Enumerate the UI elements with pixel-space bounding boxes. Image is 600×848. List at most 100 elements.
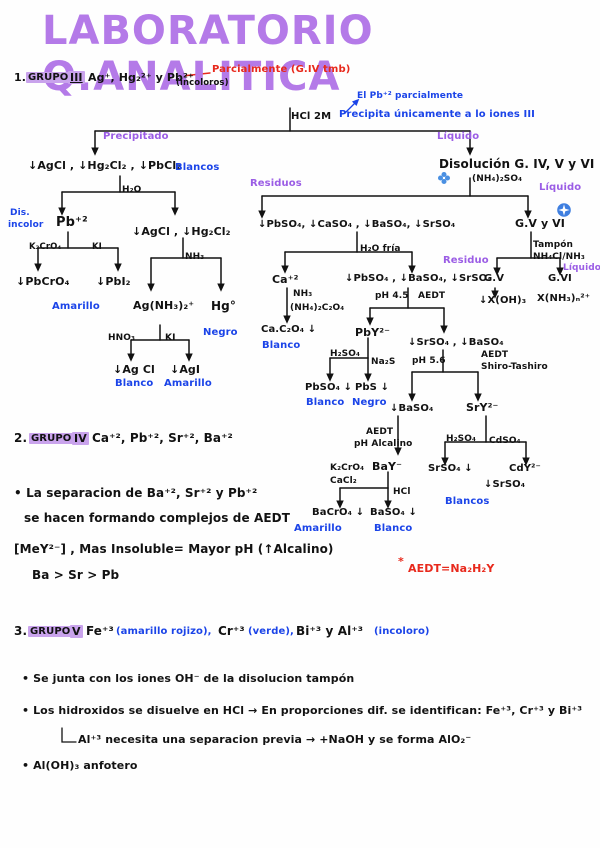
product-pbi2: ↓PbI₂ bbox=[96, 275, 131, 288]
section1-red-note: Parcialmente (G.IV tmb) bbox=[212, 64, 351, 75]
reagent-cdso4: CdSO₄ bbox=[489, 436, 521, 446]
section1-number: 1. bbox=[14, 71, 27, 84]
product-srso4-down: SrSO₄ ↓ bbox=[428, 463, 473, 474]
section3-label: GRUPO bbox=[28, 626, 73, 637]
section3-note-fe: (amarillo rojizo), bbox=[116, 626, 212, 637]
section2-number: 2. bbox=[14, 431, 28, 445]
srso4-baso4-row: ↓SrSO₄ , ↓BaSO₄ bbox=[408, 337, 504, 348]
section3-ion-fe: Fe⁺³ bbox=[86, 624, 114, 638]
x-oh-3: ↓X(OH)₃ bbox=[479, 295, 527, 306]
section2-bullet1-line1-text: La separacion de Ba⁺², Sr⁺² y Pb⁺² bbox=[26, 486, 258, 500]
reagent-na2s: Na₂S bbox=[371, 357, 396, 367]
product-agi: ↓AgI bbox=[170, 363, 201, 376]
section3-bullet2-sub: Al⁺³ necesita una separacion previa → +N… bbox=[78, 733, 472, 746]
reagent-ki-2: KI bbox=[165, 333, 176, 343]
reagent-k2cro4: K₂CrO₄ bbox=[29, 242, 62, 252]
section2-bullet1-line2: se hacen formando complejos de AEDT bbox=[24, 511, 291, 525]
reagent-k2cro4-b: K₂CrO₄ bbox=[330, 463, 365, 473]
section3-note-cr: (verde), bbox=[248, 626, 294, 637]
section1-label: GRUPO bbox=[26, 72, 71, 83]
product-pbs: PbS ↓ bbox=[355, 382, 390, 393]
reagent-aedt-2: AEDT bbox=[481, 350, 509, 360]
product-cac2o4-color: Blanco bbox=[262, 340, 301, 351]
section2-ions: Ca⁺², Pb⁺², Sr⁺², Ba⁺² bbox=[92, 431, 233, 445]
product-baso4-down: BaSO₄ ↓ bbox=[370, 507, 418, 518]
product-bacro4-color: Amarillo bbox=[294, 523, 342, 534]
product-cdy: CdY²⁻ bbox=[509, 463, 541, 474]
dis-incolor-line1: Dis. bbox=[10, 208, 30, 218]
ag-nh3-complex: Ag(NH₃)₂⁺ bbox=[133, 299, 195, 312]
product-pbso4: PbSO₄ ↓ bbox=[305, 382, 353, 393]
aedt-red-star: * bbox=[398, 555, 404, 568]
hg-metal-color: Negro bbox=[203, 327, 238, 338]
section3-note-incoloro: (incoloro) bbox=[374, 626, 430, 637]
gv-gvi: G.V y VI bbox=[515, 217, 565, 230]
reagent-nh3-b: NH₃ bbox=[293, 289, 313, 299]
reagent-cacl2: CaCl₂ bbox=[330, 476, 357, 486]
section2-label: GRUPO bbox=[29, 433, 74, 444]
precipitate-row: ↓AgCl , ↓Hg₂Cl₂ , ↓PbCl₂ bbox=[28, 159, 182, 172]
reagent-hcl-2m: HCl 2M bbox=[291, 111, 332, 122]
precipitate-color: Blancos bbox=[175, 162, 220, 173]
bay-complex: BaY⁻ bbox=[372, 460, 402, 473]
section3-bullet2-text: Los hidroxidos se disuelve en HCl → En p… bbox=[33, 704, 583, 717]
section3-ion-cr: Cr⁺³ bbox=[218, 624, 245, 638]
product-cac2o4: Ca.C₂O₄ ↓ bbox=[261, 324, 317, 335]
branch-label-liquido: Líquido bbox=[437, 131, 480, 142]
section2-line4: Ba > Sr > Pb bbox=[32, 568, 120, 582]
reagent-h2so4-b: H₂SO₄ bbox=[446, 434, 477, 444]
branch-label-precipitado: Precipitado bbox=[103, 131, 169, 142]
blue-note-line2: Precipita únicamente a lo iones III bbox=[339, 109, 536, 120]
ca-ion: Ca⁺² bbox=[272, 273, 299, 286]
disolucion-g4-5-6: Disolución G. IV, V y VI bbox=[439, 157, 595, 171]
section3-bullet1: • Se junta con los iones OH⁻ de la disol… bbox=[22, 672, 355, 685]
section1-ions: Ag⁺, Hg₂²⁺ y Pb²⁺ bbox=[88, 71, 194, 84]
section2-bullet1-line1: • La separacion de Ba⁺², Sr⁺² y Pb⁺² bbox=[14, 486, 258, 500]
section1-ions-note: (incoloros) bbox=[176, 78, 229, 88]
section3-number: 3. bbox=[14, 624, 28, 638]
ph-4-5: pH 4.5 bbox=[375, 291, 409, 301]
gv-node: G.V bbox=[484, 273, 505, 284]
reagent-nh3: NH₃ bbox=[185, 252, 205, 262]
reagent-h2o: H₂O bbox=[122, 185, 142, 195]
product-bacro4: BaCrO₄ ↓ bbox=[312, 507, 365, 518]
branch-label-liquido-3: Líquido bbox=[563, 263, 600, 273]
gvi-node: G.VI bbox=[548, 273, 572, 284]
section3-bullet1-text: Se junta con los iones OH⁻ de la disoluc… bbox=[33, 672, 355, 685]
pb-ion: Pb⁺² bbox=[56, 215, 88, 230]
reagent-nh4-2-so4: (NH₄)₂SO₄ bbox=[472, 174, 523, 184]
hg-metal: Hg° bbox=[211, 299, 236, 313]
product-agcl-color: Blanco bbox=[115, 378, 154, 389]
ph-5-6: pH 5.6 bbox=[412, 356, 446, 366]
x-nh3-n: X(NH₃)ₙ²⁺ bbox=[537, 293, 591, 304]
product-pbcro4-color: Amarillo bbox=[52, 301, 100, 312]
branch-label-residuos: Residuos bbox=[250, 178, 302, 189]
section1-group: III bbox=[68, 71, 85, 84]
dis-incolor-line2: incolor bbox=[8, 220, 44, 230]
agcl-hg2cl2-row: ↓AgCl , ↓Hg₂Cl₂ bbox=[132, 225, 231, 238]
branch-label-residuo: Residuo bbox=[443, 255, 489, 266]
section3-bullet2: • Los hidroxidos se disuelve en HCl → En… bbox=[22, 704, 583, 717]
aedt-red-note: AEDT=Na₂H₂Y bbox=[408, 562, 495, 575]
product-baso4-color: Blanco bbox=[374, 523, 413, 534]
product-agi-color: Amarillo bbox=[164, 378, 212, 389]
tampon-line1: Tampón bbox=[533, 240, 574, 250]
pby-complex: PbY²⁻ bbox=[355, 326, 391, 339]
sry-complex: SrY²⁻ bbox=[466, 401, 499, 414]
reagent-ki: KI bbox=[92, 242, 102, 252]
section2-group: IV bbox=[72, 432, 89, 445]
reagent-aedt-1: AEDT bbox=[418, 291, 446, 301]
reagent-h2so4-1: H₂SO₄ bbox=[330, 349, 361, 359]
section3-ion-bi-al: Bi⁺³ y Al⁺³ bbox=[296, 624, 364, 638]
reagent-aedt-3: AEDT bbox=[366, 427, 394, 437]
shiro-tashiro: Shiro-Tashiro bbox=[481, 362, 548, 372]
reagent-hcl-2: HCl bbox=[393, 487, 411, 497]
sulfates-row-1: ↓PbSO₄, ↓CaSO₄ , ↓BaSO₄, ↓SrSO₄ bbox=[258, 219, 456, 230]
product-baso4-mid: ↓BaSO₄ bbox=[390, 403, 434, 414]
star-circle-icon bbox=[556, 202, 572, 218]
clover-icon bbox=[437, 170, 451, 185]
product-srso4-down-2: ↓SrSO₄ bbox=[484, 479, 526, 490]
ph-alcalino: pH Alcalino bbox=[354, 439, 413, 449]
